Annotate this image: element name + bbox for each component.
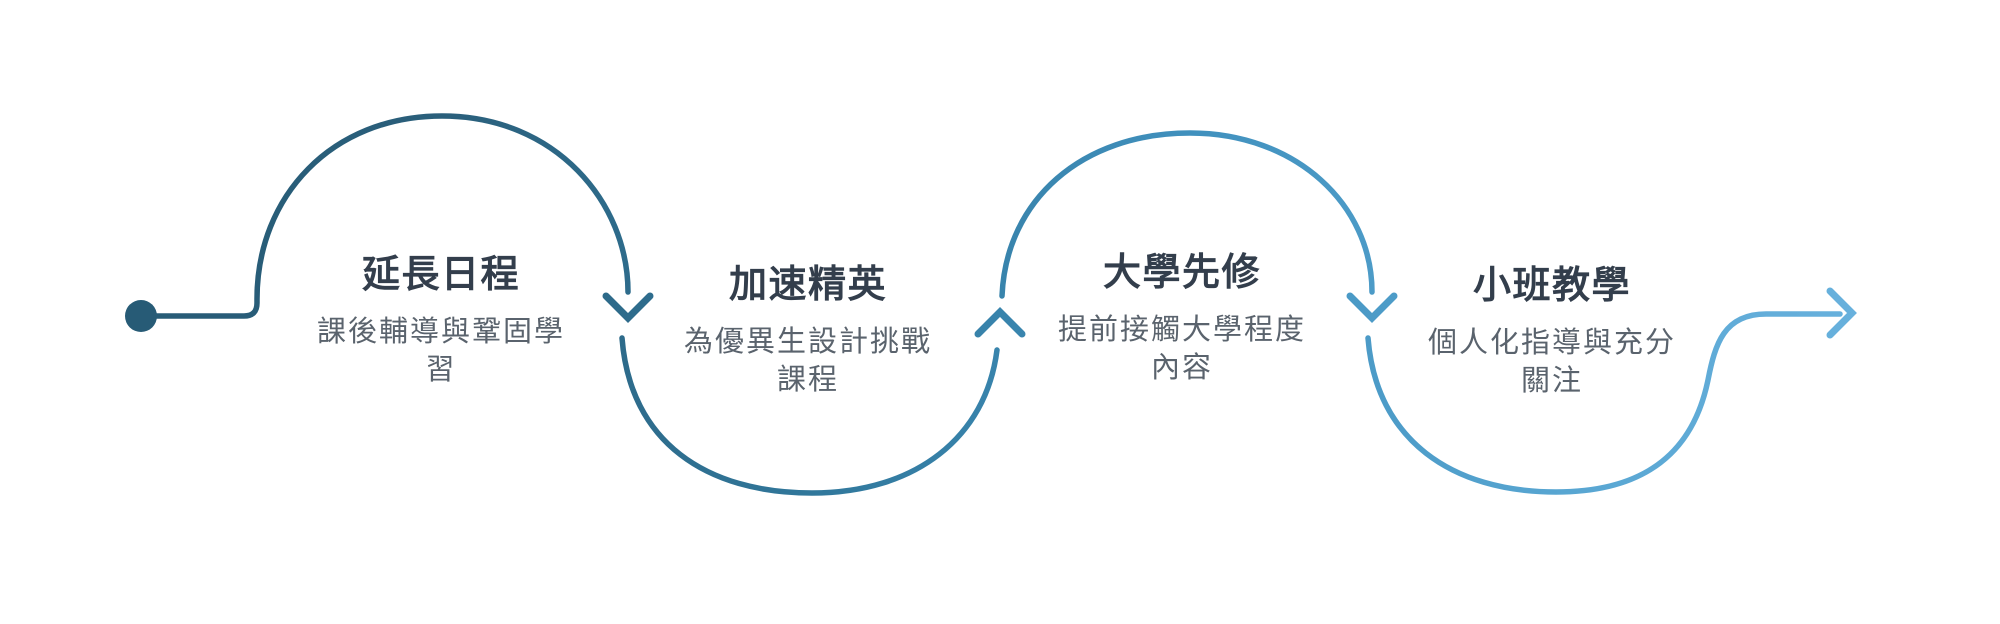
step-4: 小班教學 個人化指導與充分 關注 xyxy=(1428,263,1676,400)
step-3-subtitle-line-1: 提前接觸大學程度 xyxy=(1057,314,1307,346)
step-2: 加速精英 為優異生設計挑戰 課程 xyxy=(684,262,932,399)
curve-arc-2 xyxy=(619,335,1000,496)
step-2-subtitle: 為優異生設計挑戰 課程 xyxy=(684,323,932,399)
start-dot-icon xyxy=(125,300,157,332)
arrow-down-icon xyxy=(602,292,654,323)
step-1-subtitle: 課後輔導與鞏固學 習 xyxy=(317,313,565,389)
arrow-down-icon-2 xyxy=(1346,292,1398,323)
step-4-subtitle-line-2: 關注 xyxy=(1520,365,1584,397)
step-3-subtitle-line-2: 內容 xyxy=(1150,352,1214,384)
step-4-title: 小班教學 xyxy=(1472,265,1632,307)
arrow-right-icon xyxy=(1826,287,1857,339)
step-3-title: 大學先修 xyxy=(1102,252,1262,294)
step-1: 延長日程 課後輔導與鞏固學 習 xyxy=(317,252,565,389)
step-4-subtitle: 個人化指導與充分 關注 xyxy=(1428,324,1676,400)
step-3: 大學先修 提前接觸大學程度 內容 xyxy=(1058,250,1306,387)
curve-arc-1 xyxy=(152,113,631,319)
curve-arc-3 xyxy=(999,130,1375,299)
step-1-subtitle-line-1: 課後輔導與鞏固學 xyxy=(316,316,566,348)
step-2-subtitle-line-1: 為優異生設計挑戰 xyxy=(683,326,933,358)
step-2-subtitle-line-2: 課程 xyxy=(776,364,840,396)
curve-arc-4 xyxy=(1365,311,1843,495)
arrow-up-icon xyxy=(974,307,1026,338)
step-1-subtitle-line-2: 習 xyxy=(425,354,457,386)
step-1-title: 延長日程 xyxy=(361,254,521,296)
step-4-subtitle-line-1: 個人化指導與充分 xyxy=(1427,327,1677,359)
step-2-title: 加速精英 xyxy=(728,264,888,306)
step-3-subtitle: 提前接觸大學程度 內容 xyxy=(1058,311,1306,387)
